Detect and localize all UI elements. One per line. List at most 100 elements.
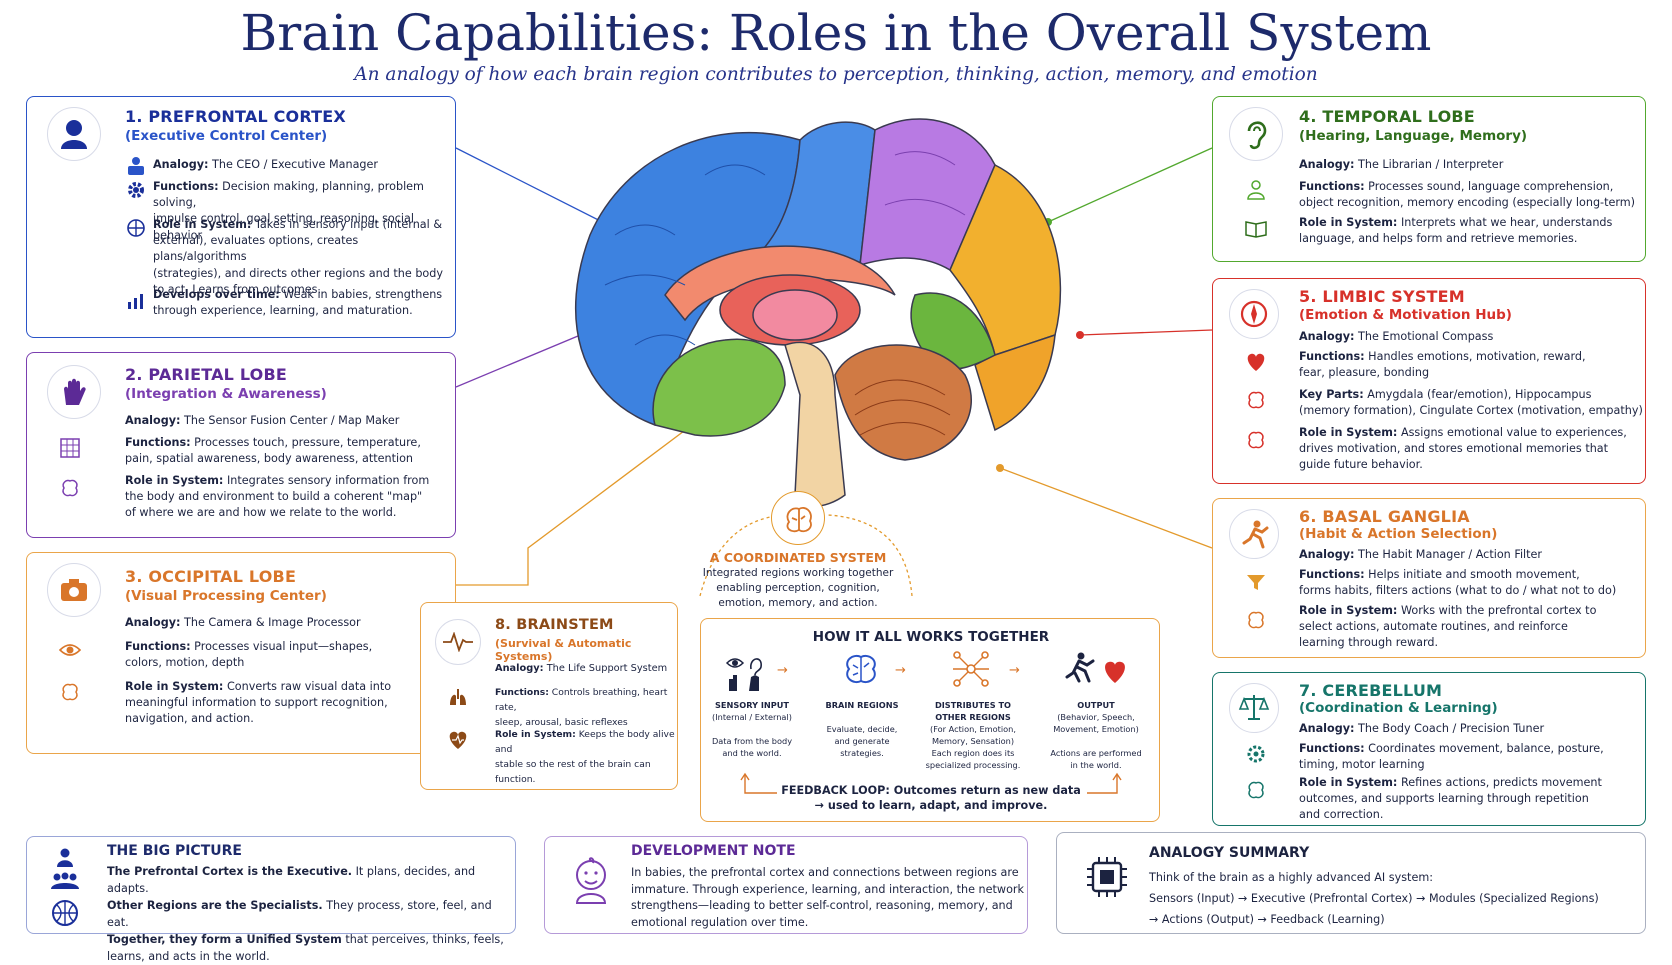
page-subtitle: An analogy of how each brain region cont…: [354, 64, 1318, 85]
basal-role: Role in System: Works with the prefronta…: [1299, 604, 1597, 650]
compass-icon: [1229, 289, 1279, 339]
hand-icon: [47, 365, 101, 419]
flow-arrow: →: [777, 663, 788, 678]
temporal-lobe-card: 4. TEMPORAL LOBE (Hearing, Language, Mem…: [1212, 96, 1646, 262]
analogy-summary-text: Think of the brain as a highly advanced …: [1149, 871, 1599, 926]
person-icon: [47, 107, 101, 161]
basal-ganglia-card: 6. BASAL GANGLIA (Habit & Action Selecti…: [1212, 498, 1646, 658]
team-icons: [51, 848, 79, 926]
occipital-subheading: (Visual Processing Center): [125, 588, 327, 604]
temporal-functions: Functions: Processes sound, language com…: [1299, 180, 1636, 210]
temporal-region-orange: [974, 333, 1056, 432]
coordinated-title: A COORDINATED SYSTEM: [709, 550, 887, 565]
pulse-icon: [435, 619, 481, 665]
brainstem-subheading: (Survival & Automatic Systems): [495, 637, 632, 663]
parietal-lobe-card: 2. PARIETAL LOBE (Integration & Awarenes…: [26, 352, 456, 538]
network-icon: [127, 219, 145, 237]
manager-icon: [128, 157, 144, 175]
baby-icon: [575, 857, 607, 904]
limbic-functions: Functions: Handles emotions, motivation,…: [1299, 350, 1586, 380]
gear-icon: [128, 182, 144, 198]
development-note-panel: DEVELOPMENT NOTE In babies, the prefront…: [544, 836, 1028, 934]
brain-icon: [1248, 391, 1264, 409]
people-icon: [1247, 180, 1265, 200]
brain-icon: [1248, 781, 1264, 799]
how-title: HOW IT ALL WORKS TOGETHER: [812, 629, 1050, 645]
cerebellum-subheading: (Coordination & Learning): [1299, 700, 1498, 716]
limbic-role: Role in System: Assigns emotional value …: [1299, 426, 1627, 472]
brainstem-heading: 8. BRAINSTEM: [495, 617, 614, 633]
prefrontal-role: Role in System: Takes in sensory input (…: [153, 218, 443, 296]
occipital-functions: Functions: Processes visual input—shapes…: [125, 640, 373, 670]
prefrontal-analogy: Analogy: The CEO / Executive Manager: [153, 158, 379, 171]
brainstem-analogy: Analogy: The Life Support System: [495, 663, 668, 674]
parietal-subheading: (Integration & Awareness): [125, 386, 327, 402]
gear-person-icon: [1247, 745, 1265, 763]
basal-analogy: Analogy: The Habit Manager / Action Filt…: [1299, 548, 1543, 561]
parietal-functions: Functions: Processes touch, pressure, te…: [125, 436, 421, 466]
prefrontal-cortex-card: 1. PREFRONTAL CORTEX (Executive Control …: [26, 96, 456, 338]
ear-icon: [1229, 107, 1283, 161]
brain-icon: [1248, 431, 1264, 449]
cerebellum-heading: 7. CEREBELLUM: [1299, 681, 1443, 700]
feedback-loop-arrows: [740, 772, 1122, 794]
green-temporal-right: [910, 292, 996, 370]
limbic-system-card: 5. LIMBIC SYSTEM (Emotion & Motivation H…: [1212, 278, 1646, 484]
senses-icon: [725, 658, 762, 691]
grid-map-icon: [60, 438, 80, 458]
occipital-role: Role in System: Converts raw visual data…: [125, 680, 392, 726]
limbic-subheading: (Emotion & Motivation Hub): [1299, 307, 1512, 323]
basal-heading: 6. BASAL GANGLIA: [1299, 507, 1470, 526]
brain-icon: [1248, 611, 1264, 629]
thalamus-region: [752, 289, 838, 341]
brainstem-card: 8. BRAINSTEM (Survival & Automatic Syste…: [420, 602, 678, 790]
analogy-summary-panel: ANALOGY SUMMARY Think of the brain as a …: [1056, 832, 1646, 934]
brain-illustration: [574, 118, 1062, 507]
brainstem-role: Role in System: Keeps the body alive and…: [495, 729, 675, 785]
limbic-heading: 5. LIMBIC SYSTEM: [1299, 287, 1465, 306]
parietal-heading: 2. PARIETAL LOBE: [125, 365, 287, 384]
occipital-lobe-region: [949, 163, 1062, 356]
big-picture-text: The Prefrontal Cortex is the Executive. …: [107, 865, 504, 963]
cerebellum-analogy: Analogy: The Body Coach / Precision Tune…: [1299, 722, 1545, 735]
parietal-role: Role in System: Integrates sensory infor…: [125, 474, 430, 520]
temporal-analogy: Analogy: The Librarian / Interpreter: [1299, 158, 1504, 171]
brain-regions-icon: [846, 655, 876, 683]
occipital-analogy: Analogy: The Camera & Image Processor: [125, 616, 361, 629]
analogy-summary-title: ANALOGY SUMMARY: [1149, 845, 1310, 861]
limbic-key-parts: Key Parts: Amygdala (fear/emotion), Hipp…: [1299, 388, 1643, 418]
eye-icon: [59, 644, 81, 656]
basal-functions: Functions: Helps initiate and smooth mov…: [1299, 568, 1617, 598]
heart-pulse-icon: [449, 731, 467, 749]
brainstem-region: [784, 341, 846, 507]
lungs-icon: [450, 689, 466, 705]
parietal-analogy: Analogy: The Sensor Fusion Center / Map …: [125, 414, 400, 427]
filter-icon: [1247, 575, 1265, 590]
output-runner-heart-icon: [1065, 652, 1125, 683]
brain-icon: [771, 491, 825, 545]
temporal-role: Role in System: Interprets what we hear,…: [1299, 216, 1613, 246]
cerebellum-functions: Functions: Coordinates movement, balance…: [1299, 742, 1604, 772]
distribute-network-icon: [953, 651, 989, 687]
big-picture-panel: THE BIG PICTURE The Prefrontal Cortex is…: [26, 836, 516, 963]
step-output: OUTPUT(Behavior, Speech,Movement, Emotio…: [1050, 700, 1142, 770]
prefrontal-subheading: (Executive Control Center): [125, 128, 328, 144]
basal-subheading: (Habit & Action Selection): [1299, 526, 1498, 542]
feedback-loop-text: FEEDBACK LOOP: Outcomes return as new da…: [781, 784, 1081, 812]
page-title: Brain Capabilities: Roles in the Overall…: [240, 4, 1432, 62]
limbic-analogy: Analogy: The Emotional Compass: [1299, 330, 1494, 343]
prefrontal-develops: Develops over time: Weak in babies, stre…: [153, 288, 443, 318]
temporal-lobe-region: [652, 338, 786, 437]
balance-icon: [1229, 683, 1279, 733]
occipital-lobe-card: 3. OCCIPITAL LOBE (Visual Processing Cen…: [26, 552, 456, 754]
heart-icon: [1247, 353, 1265, 371]
cerebellum-card: 7. CEREBELLUM (Coordination & Learning) …: [1212, 672, 1646, 826]
brain-icon: [62, 479, 78, 497]
brain-icon: [62, 683, 78, 701]
prefrontal-heading: 1. PREFRONTAL CORTEX: [125, 107, 346, 126]
development-note-text: In babies, the prefrontal cortex and con…: [631, 866, 1024, 929]
big-picture-title: THE BIG PICTURE: [107, 843, 242, 859]
